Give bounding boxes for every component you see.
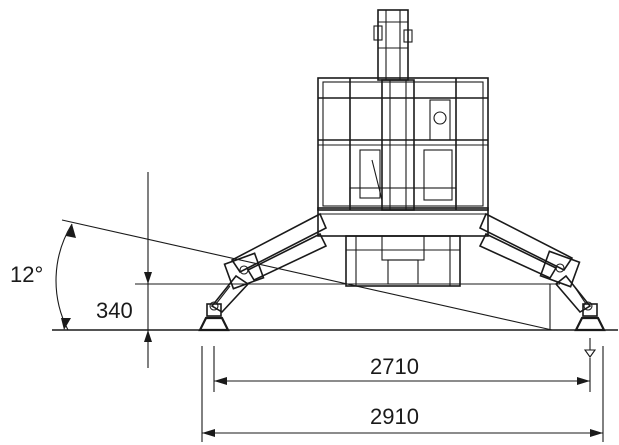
- angle-arrowhead-bottom: [61, 318, 71, 330]
- left-pad: [198, 303, 230, 332]
- inner-width-arrow-right: [577, 377, 590, 385]
- mast: [373, 9, 413, 81]
- platform-basket: [317, 77, 489, 211]
- lift-machine: [198, 9, 606, 332]
- left-outrigger: [209, 212, 328, 314]
- load-arrow-head: [583, 349, 597, 358]
- inner-width-arrow-left: [214, 377, 227, 385]
- inner-width-label: 2710: [370, 354, 419, 379]
- height-label: 340: [96, 298, 133, 323]
- right-pad: [574, 303, 606, 332]
- angle-label: 12°: [10, 262, 43, 287]
- outer-width-arrow-right: [590, 429, 603, 437]
- height-arrowhead-bottom: [144, 330, 152, 342]
- slope-line: [61, 219, 553, 331]
- angle-arc: [55, 223, 73, 331]
- outer-width-label: 2910: [370, 404, 419, 429]
- height-arrowhead-top: [144, 272, 152, 284]
- right-outrigger: [478, 212, 593, 314]
- chassis: [317, 187, 489, 287]
- outer-width-arrow-left: [202, 429, 215, 437]
- angle-arrowhead-top: [66, 224, 76, 238]
